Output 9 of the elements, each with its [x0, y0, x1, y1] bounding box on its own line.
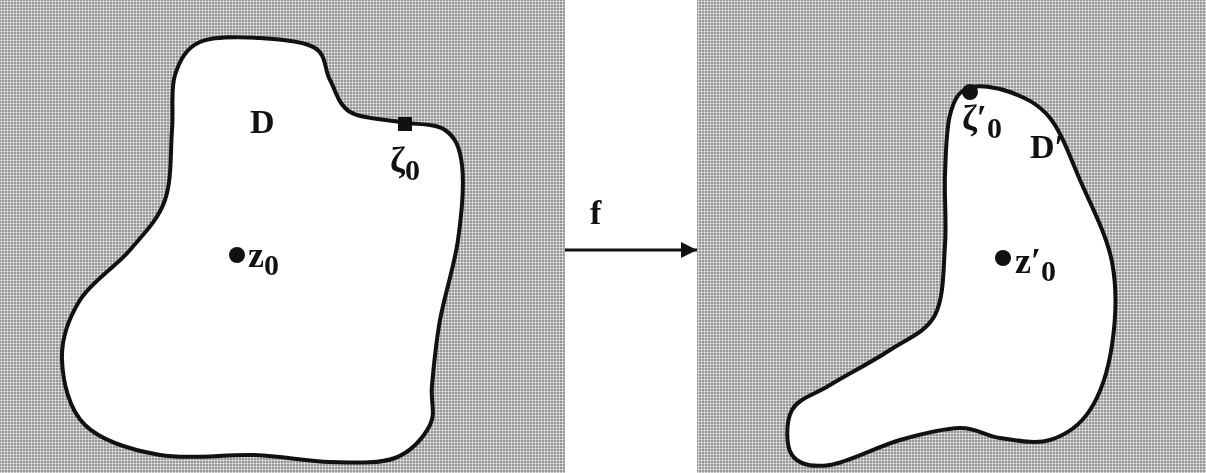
point-label: ζ′$_{0}$ [962, 100, 1002, 144]
point-label: z′$_{0}$ [1015, 243, 1057, 287]
shaded-panel [697, 0, 1206, 473]
arrow [565, 242, 697, 258]
region-label: D′ [1030, 130, 1065, 164]
point-label: z$_{0}$ [248, 237, 279, 281]
point-label: ζ$_{0}$ [390, 142, 420, 186]
shaded-panel [0, 0, 565, 473]
region-label: D [250, 105, 275, 139]
